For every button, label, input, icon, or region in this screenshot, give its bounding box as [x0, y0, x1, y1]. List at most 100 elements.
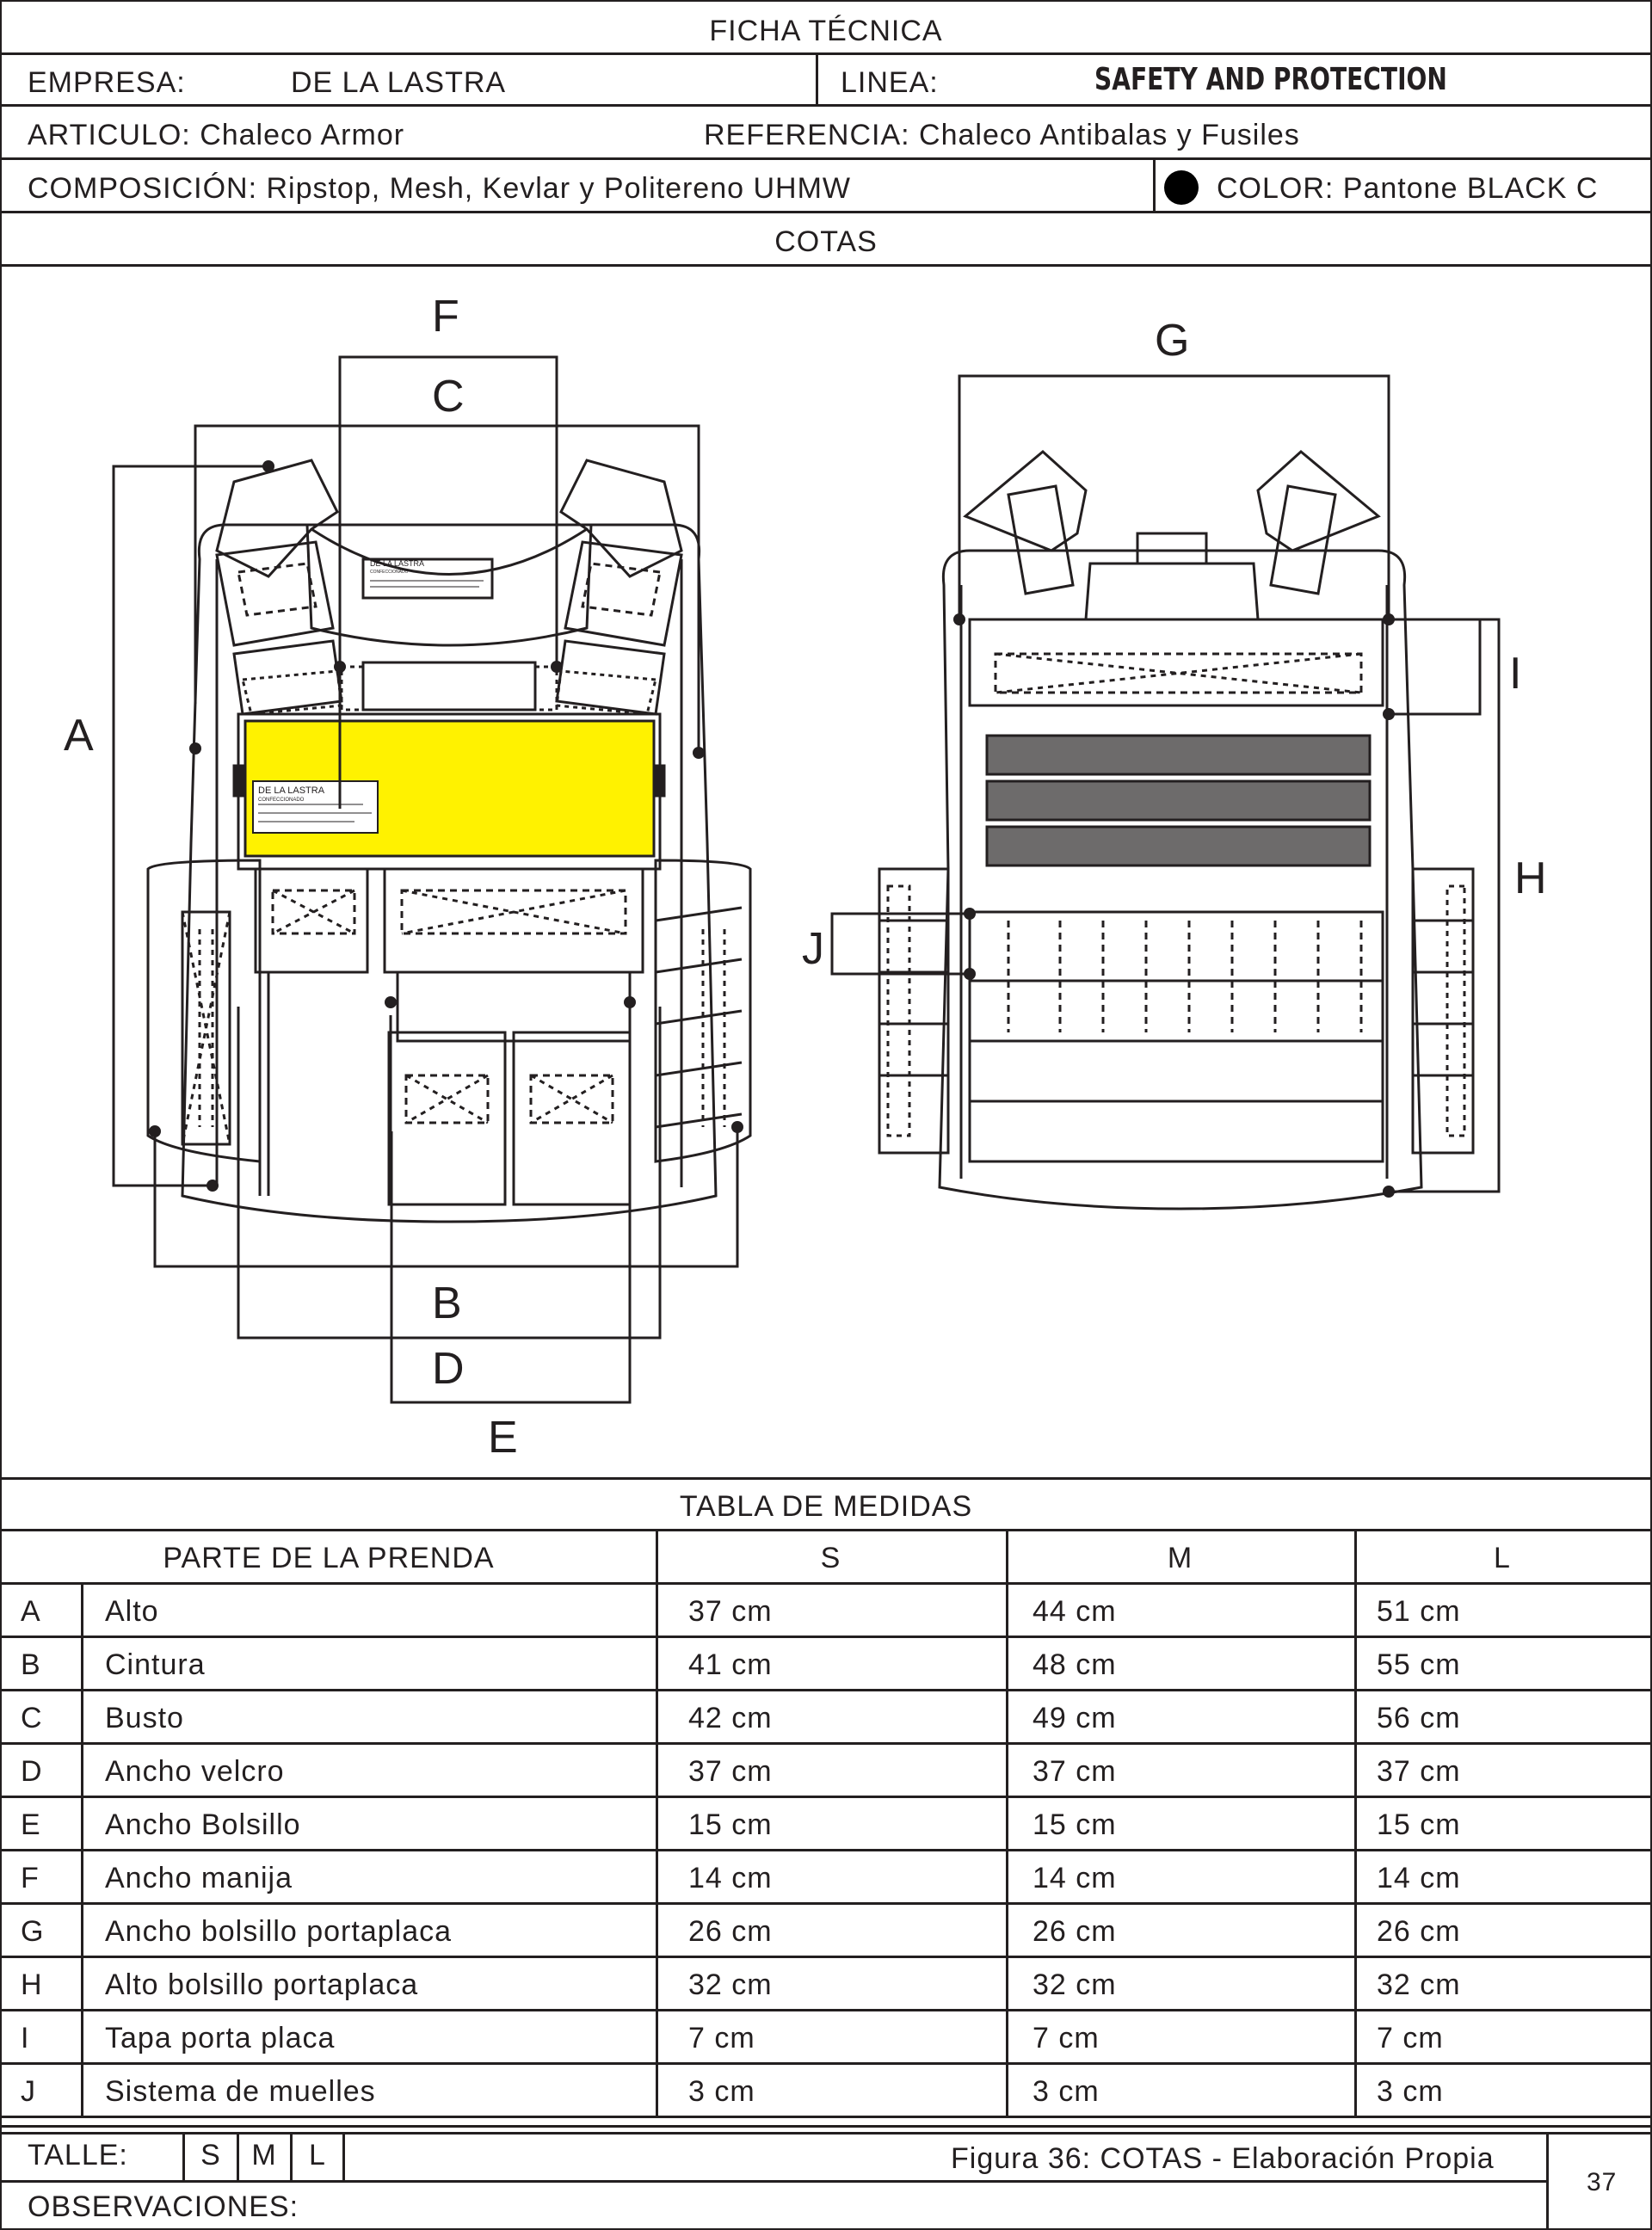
row-code: I: [21, 2022, 30, 2054]
row-size-m: 44 cm: [1032, 1595, 1117, 1628]
row-size-s: 26 cm: [688, 1915, 773, 1948]
back-dimensions: [830, 374, 1501, 1193]
row-size-l: 15 cm: [1377, 1808, 1461, 1841]
empresa-label: EMPRESA:: [28, 66, 186, 99]
dim-letter-a: A: [64, 711, 94, 761]
company-row: EMPRESA: DE LA LASTRA LINEA: SAFETY AND …: [2, 55, 1650, 107]
row-size-m: 14 cm: [1032, 1862, 1117, 1894]
row-part: Ancho bolsillo portaplaca: [105, 1915, 453, 1948]
row-part: Sistema de muelles: [105, 2075, 376, 2108]
front-vest: [146, 459, 752, 1223]
title-row: FICHA TÉCNICA: [2, 2, 1650, 55]
dim-letter-c: C: [432, 372, 465, 422]
size-m-option[interactable]: M: [251, 2139, 277, 2171]
size-l-option[interactable]: L: [309, 2139, 326, 2171]
composition-row: COMPOSICIÓN: Ripstop, Mesh, Kevlar y Pol…: [2, 160, 1650, 213]
row-part: Busto: [105, 1702, 184, 1734]
page-number: 37: [1587, 2168, 1618, 2196]
vest-drawing: A B C D E F G H I J DE LA LASTRA CONFECC…: [64, 292, 1547, 1463]
linea-value: SAFETY AND PROTECTION: [1094, 62, 1447, 97]
table-header-row: PARTE DE LA PRENDA S M L: [2, 1531, 1650, 1585]
dim-letter-b: B: [432, 1278, 462, 1328]
cotas-row: COTAS: [2, 213, 1650, 267]
row-size-s: 32 cm: [688, 1968, 773, 2001]
row-size-m: 32 cm: [1032, 1968, 1117, 2001]
collar-tag-title: DE LA LASTRA: [370, 559, 424, 568]
row-code: B: [21, 1648, 41, 1681]
linea-label: LINEA:: [841, 66, 939, 99]
row-part: Alto: [105, 1595, 159, 1628]
dimension-dots: [149, 460, 1395, 1198]
row-code: C: [21, 1702, 43, 1734]
collar-tag-sub: CONFECCIONADO: [370, 570, 409, 575]
empresa-value: DE LA LASTRA: [291, 66, 507, 99]
header-s: S: [820, 1542, 841, 1574]
row-part: Cintura: [105, 1648, 206, 1681]
sheet-title: FICHA TÉCNICA: [709, 15, 943, 47]
table-title: TABLA DE MEDIDAS: [679, 1490, 973, 1523]
row-part: Ancho velcro: [105, 1755, 285, 1788]
table-row: I Tapa porta placa 7 cm 7 cm 7 cm: [2, 2011, 1650, 2065]
row-size-m: 49 cm: [1032, 1702, 1117, 1734]
row-size-s: 3 cm: [688, 2075, 755, 2108]
article-row: ARTICULO: Chaleco Armor REFERENCIA: Chal…: [2, 107, 1650, 160]
color-text: COLOR: Pantone BLACK C: [1217, 172, 1599, 205]
row-code: A: [21, 1595, 41, 1628]
dim-letter-h: H: [1514, 853, 1547, 903]
header-part: PARTE DE LA PRENDA: [163, 1542, 495, 1574]
row-size-s: 15 cm: [688, 1808, 773, 1841]
composicion-text: COMPOSICIÓN: Ripstop, Mesh, Kevlar y Pol…: [28, 172, 852, 205]
row-code: F: [21, 1862, 40, 1894]
brand-tag: [252, 780, 379, 834]
plate-slot: [985, 779, 1372, 822]
referencia-text: REFERENCIA: Chaleco Antibalas y Fusiles: [704, 119, 1300, 151]
row-size-m: 15 cm: [1032, 1808, 1117, 1841]
row-size-l: 14 cm: [1377, 1862, 1461, 1894]
table-row: J Sistema de muelles 3 cm 3 cm 3 cm: [2, 2065, 1650, 2118]
row-size-s: 41 cm: [688, 1648, 773, 1681]
row-code: E: [21, 1808, 41, 1841]
table-row: A Alto 37 cm 44 cm 51 cm: [2, 1585, 1650, 1638]
row-size-l: 3 cm: [1377, 2075, 1444, 2108]
table-row: D Ancho velcro 37 cm 37 cm 37 cm: [2, 1745, 1650, 1798]
row-part: Alto bolsillo portaplaca: [105, 1968, 419, 2001]
back-vest: [878, 450, 1475, 1210]
row-size-l: 56 cm: [1377, 1702, 1461, 1734]
row-size-l: 51 cm: [1377, 1595, 1461, 1628]
plate-slot: [985, 734, 1372, 776]
row-part: Tapa porta placa: [105, 2022, 336, 2054]
row-code: H: [21, 1968, 43, 2001]
drawing-area: A B C D E F G H I J DE LA LASTRA CONFECC…: [2, 267, 1650, 1480]
row-code: D: [21, 1755, 43, 1788]
figure-caption: Figura 36: COTAS - Elaboración Propia: [951, 2142, 1495, 2175]
row-size-l: 26 cm: [1377, 1915, 1461, 1948]
brand-tag-title: DE LA LASTRA: [258, 785, 325, 796]
row-size-s: 7 cm: [688, 2022, 755, 2054]
row-size-m: 7 cm: [1032, 2022, 1100, 2054]
row-size-l: 7 cm: [1377, 2022, 1444, 2054]
table-title-row: TABLA DE MEDIDAS: [2, 1480, 1650, 1531]
size-s-option[interactable]: S: [200, 2139, 221, 2171]
row-size-s: 42 cm: [688, 1702, 773, 1734]
row-size-s: 37 cm: [688, 1595, 773, 1628]
row-code: G: [21, 1915, 45, 1948]
row-size-l: 37 cm: [1377, 1755, 1461, 1788]
row-size-s: 14 cm: [688, 1862, 773, 1894]
row-size-m: 3 cm: [1032, 2075, 1100, 2108]
articulo-text: ARTICULO: Chaleco Armor: [28, 119, 405, 151]
observaciones-label: OBSERVACIONES:: [28, 2190, 299, 2223]
row-size-m: 37 cm: [1032, 1755, 1117, 1788]
table-row: C Busto 42 cm 49 cm 56 cm: [2, 1691, 1650, 1745]
row-size-s: 37 cm: [688, 1755, 773, 1788]
header-l: L: [1494, 1542, 1511, 1574]
row-code: J: [21, 2075, 36, 2108]
color-swatch-icon: [1164, 170, 1199, 205]
talle-label: TALLE:: [28, 2139, 128, 2171]
front-dimensions: [112, 355, 739, 1404]
